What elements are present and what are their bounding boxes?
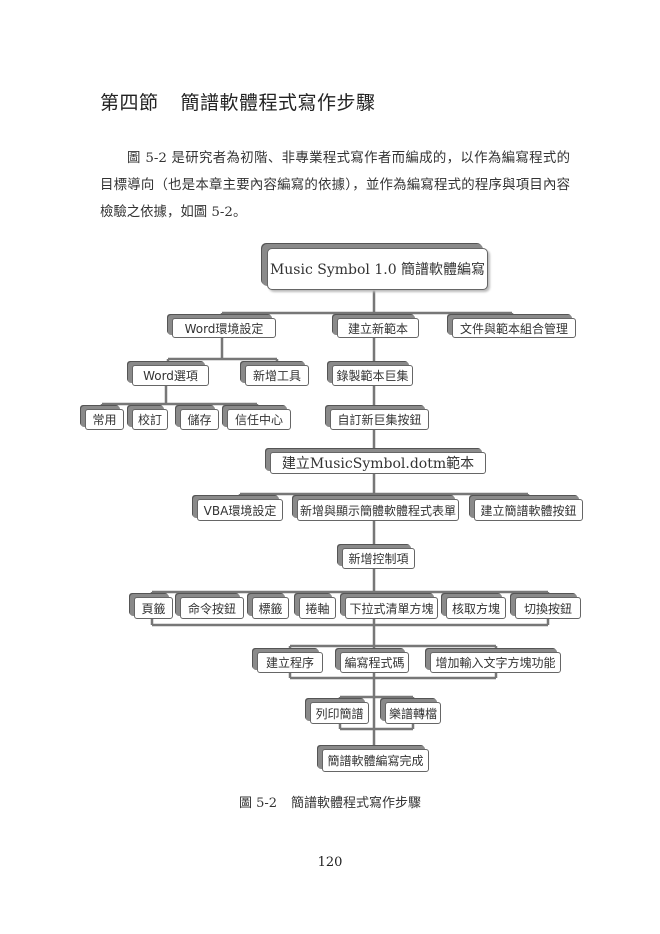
node-scrollbar: 捲軸 [299, 597, 336, 619]
node-add-show-form: 新增與顯示簡體軟體程式表單 [297, 499, 459, 521]
node-proofing: 校訂 [132, 409, 168, 430]
node-page-tab: 頁籤 [134, 597, 173, 619]
node-done: 簡譜軟體編寫完成 [322, 749, 429, 772]
section-number: 第四節 [100, 92, 159, 114]
node-word-options: Word選項 [132, 365, 209, 386]
caption-label: 圖 5-2 [238, 796, 278, 811]
node-new-template: 建立新範本 [337, 318, 419, 338]
section-heading: 第四節簡譜軟體程式寫作步驟 [100, 88, 376, 115]
node-add-tools: 新增工具 [245, 365, 309, 386]
node-write-code: 編寫程式碼 [340, 652, 409, 673]
node-toggle-button: 切換按鈕 [515, 597, 581, 619]
node-trust-center: 信任中心 [227, 409, 291, 430]
node-vba-env: VBA環境設定 [197, 499, 283, 521]
node-save: 儲存 [180, 409, 219, 430]
section-title: 簡譜軟體程式寫作步驟 [180, 92, 376, 114]
node-command-button: 命令按鈕 [180, 597, 244, 619]
node-create-button: 建立簡譜軟體按鈕 [474, 499, 583, 521]
node-combobox: 下拉式清單方塊 [345, 597, 438, 619]
node-label: 標籤 [252, 597, 289, 619]
node-print-score: 列印簡譜 [310, 702, 369, 724]
node-general: 常用 [85, 409, 124, 430]
node-root: Music Symbol 1.0 簡譜軟體編寫 [267, 248, 488, 290]
node-record-macro: 錄製範本巨集 [332, 365, 413, 386]
node-add-controls: 新增控制項 [342, 548, 415, 569]
node-create-procedure: 建立程序 [257, 652, 323, 673]
node-create-dotm: 建立MusicSymbol.dotm範本 [270, 452, 486, 474]
node-word-env: Word環境設定 [172, 318, 276, 338]
figure-caption: 圖 5-2 簡譜軟體程式寫作步驟 [0, 792, 660, 811]
node-custom-macro-button: 自訂新巨集按鈕 [330, 409, 429, 430]
body-paragraph: 圖 5-2 是研究者為初階、非專業程式寫作者而編成的，以作為編寫程式的目標導向（… [100, 145, 570, 226]
node-score-convert: 樂譜轉檔 [385, 702, 441, 724]
caption-title: 簡譜軟體程式寫作步驟 [291, 796, 422, 811]
node-checkbox: 核取方塊 [446, 597, 506, 619]
paragraph-text: 圖 5-2 是研究者為初階、非專業程式寫作者而編成的，以作為編寫程式的目標導向（… [100, 151, 570, 220]
page-number: 120 [317, 855, 343, 870]
node-doc-template-mgmt: 文件與範本組合管理 [452, 318, 576, 338]
node-add-textbox: 增加輸入文字方塊功能 [430, 652, 561, 673]
